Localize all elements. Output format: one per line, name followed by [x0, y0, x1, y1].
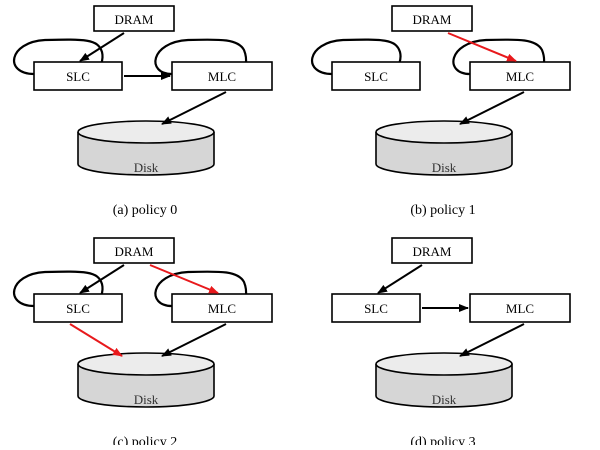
- disk-cylinder-body: [77, 364, 215, 408]
- mlc-label: MLC: [208, 301, 236, 316]
- disk-cylinder-top: [77, 352, 215, 376]
- disk-cylinder-body: [375, 132, 513, 176]
- slc-box: [33, 293, 123, 323]
- dram-to-slc-arrow: [79, 32, 125, 62]
- disk-cylinder-body: [77, 132, 215, 176]
- dram-to-mlc-arrow: [149, 264, 219, 294]
- slc-label: SLC: [364, 69, 388, 84]
- policy-panel-d: DRAM SLC MLC Disk (d) policy 3: [331, 237, 571, 450]
- mlc-box: [469, 293, 571, 323]
- slc-box: [331, 61, 421, 91]
- slc-label: SLC: [364, 301, 388, 316]
- panel-caption: (d) policy 3: [410, 435, 475, 445]
- panel-caption: (c) policy 2: [113, 435, 178, 445]
- disk-cylinder-body: [375, 364, 513, 408]
- mlc-label: MLC: [506, 69, 534, 84]
- policy-panel-a: DRAM SLC MLC Disk (a) policy 0: [13, 5, 273, 218]
- dram-box: [391, 5, 473, 32]
- dram-to-mlc-arrow: [447, 32, 517, 62]
- slc-box: [331, 293, 421, 323]
- mlc-box: [469, 61, 571, 91]
- mlc-label: MLC: [506, 301, 534, 316]
- disk-label: Disk: [432, 392, 457, 407]
- disk-label: Disk: [134, 392, 159, 407]
- policy-panel-b: DRAM SLC MLC Disk (b) policy 1: [311, 5, 571, 218]
- dram-box: [93, 237, 175, 264]
- dram-to-slc-arrow: [377, 264, 423, 294]
- dram-label: DRAM: [412, 12, 451, 27]
- dram-to-slc-arrow: [79, 264, 125, 294]
- panel-caption: (b) policy 1: [410, 203, 475, 218]
- mlc-to-disk-arrow: [459, 323, 525, 357]
- disk-label: Disk: [134, 160, 159, 175]
- mlc-to-disk-arrow: [459, 91, 525, 125]
- disk-cylinder-top: [77, 120, 215, 144]
- slc-box: [33, 61, 123, 91]
- dram-box: [391, 237, 473, 264]
- dram-label: DRAM: [114, 12, 153, 27]
- mlc-label: MLC: [208, 69, 236, 84]
- disk-cylinder-top: [375, 120, 513, 144]
- mlc-to-disk-arrow: [161, 91, 227, 125]
- panel-caption: (a) policy 0: [113, 203, 178, 218]
- slc-to-disk-arrow: [69, 323, 123, 357]
- mlc-to-disk-arrow: [161, 323, 227, 357]
- dram-box: [93, 5, 175, 32]
- dram-label: DRAM: [412, 244, 451, 259]
- disk-cylinder-top: [375, 352, 513, 376]
- policy-panel-c: DRAM SLC MLC Disk (c) policy 2: [13, 237, 273, 450]
- mlc-box: [171, 61, 273, 91]
- disk-label: Disk: [432, 160, 457, 175]
- dram-label: DRAM: [114, 244, 153, 259]
- slc-label: SLC: [66, 69, 90, 84]
- slc-label: SLC: [66, 301, 90, 316]
- mlc-box: [171, 293, 273, 323]
